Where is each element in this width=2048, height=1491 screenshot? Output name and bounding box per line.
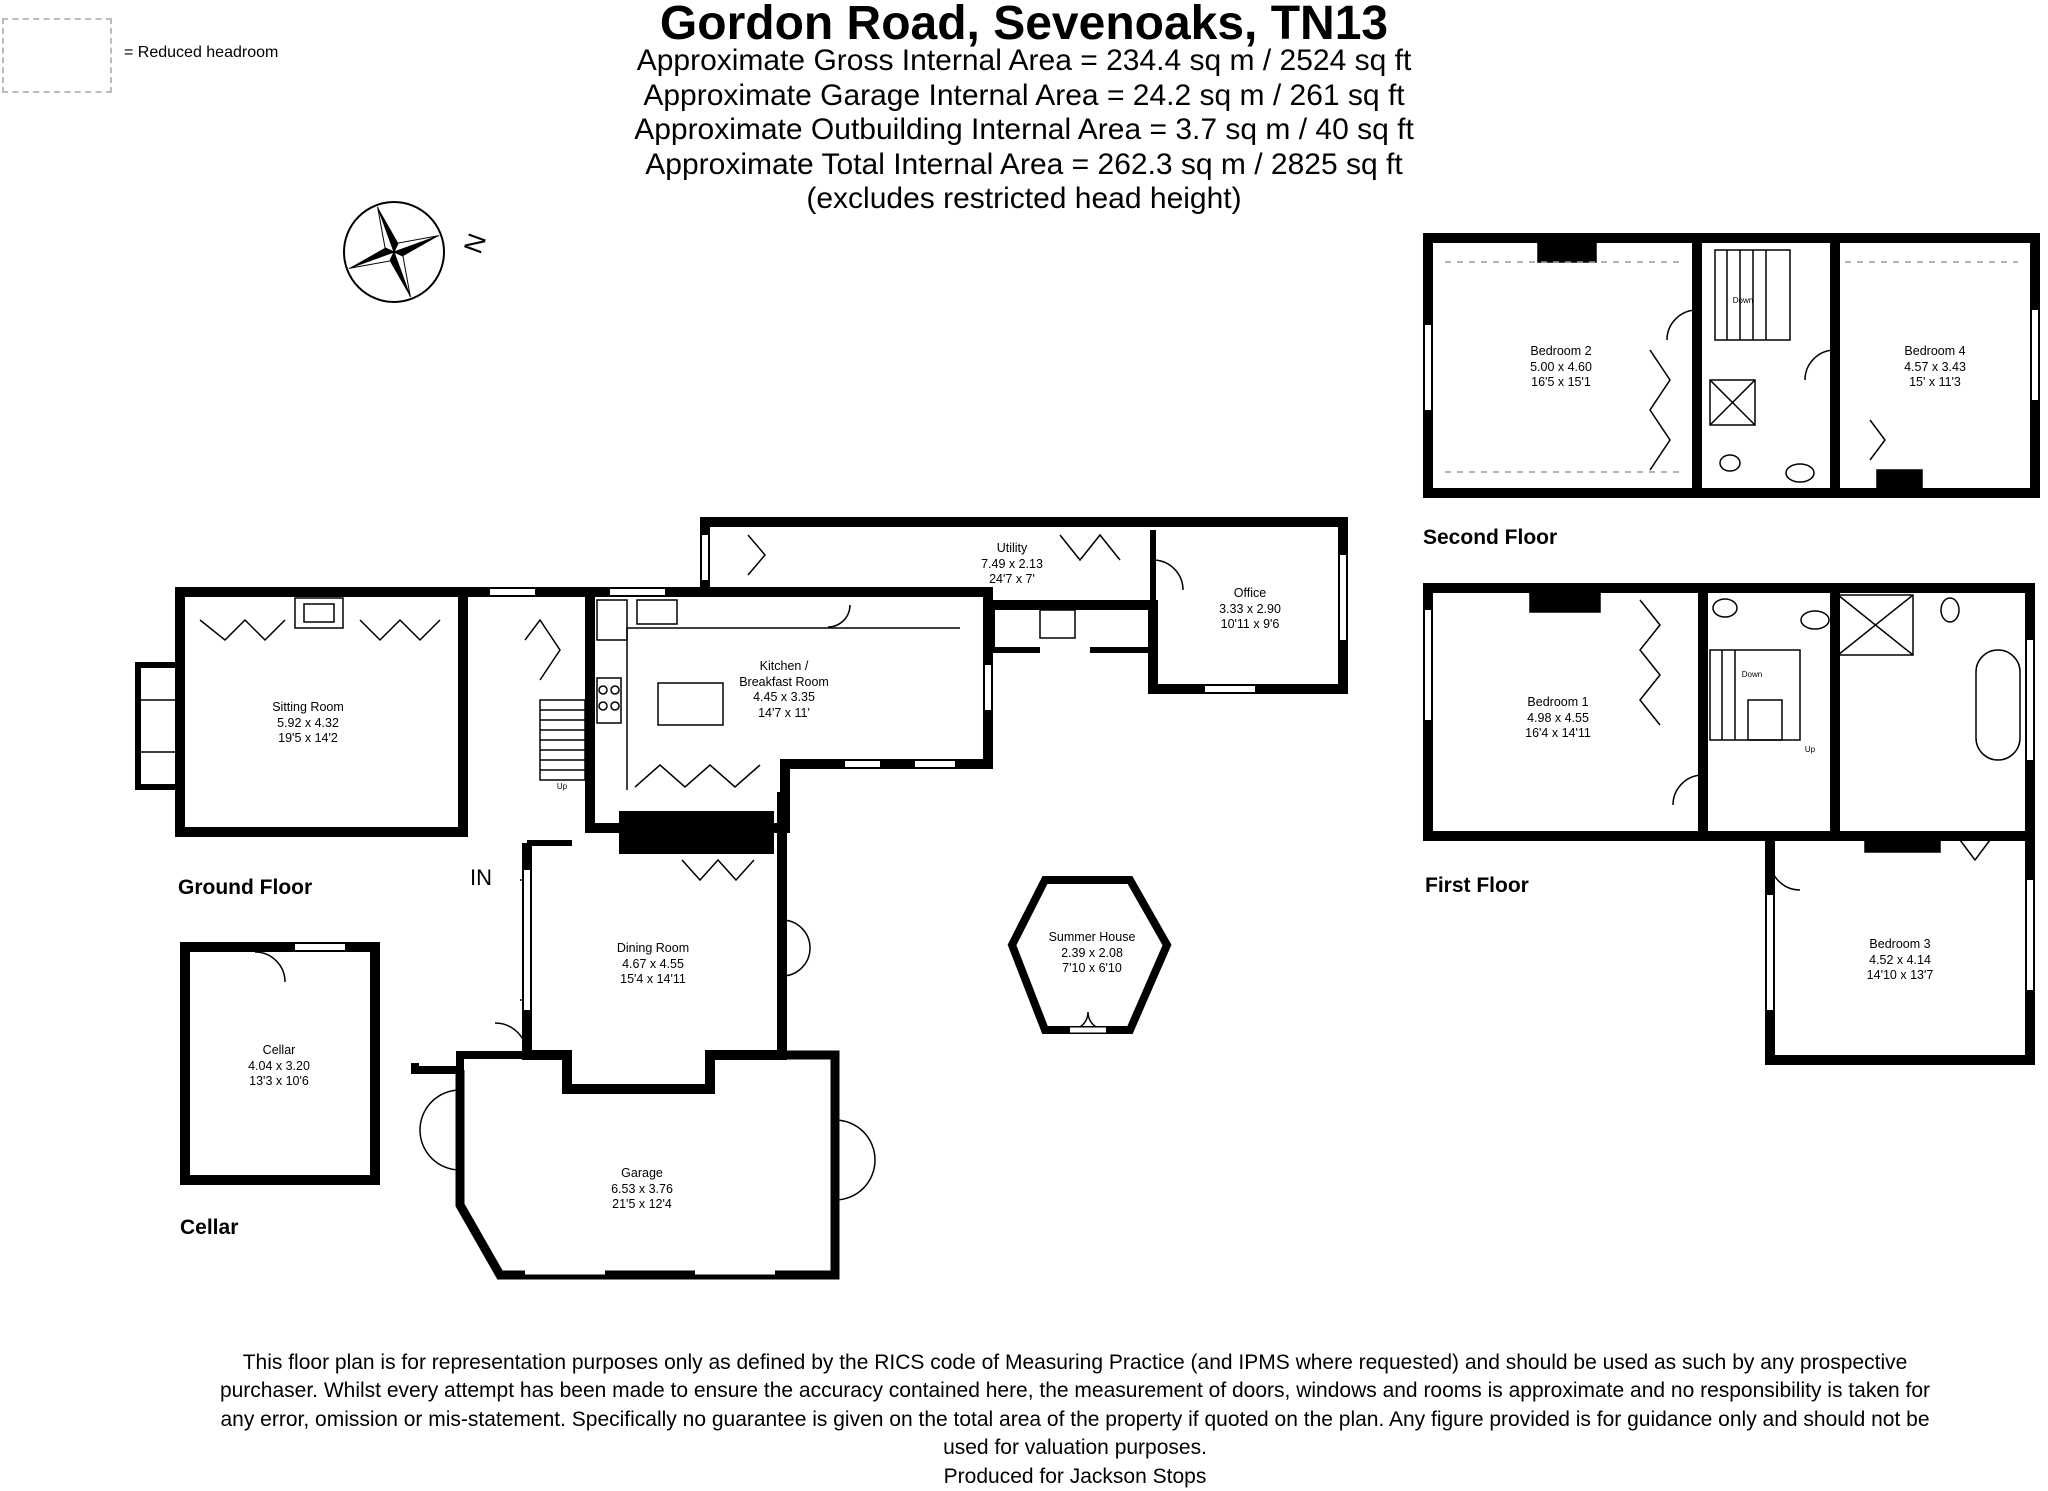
room-bedroom-3: Bedroom 3 4.52 x 4.14 14'10 x 13'7 xyxy=(1867,937,1934,984)
first-floor-label: First Floor xyxy=(1425,874,1529,897)
room-metric: 4.04 x 3.20 xyxy=(248,1058,310,1073)
room-garage: Garage 6.53 x 3.76 21'5 x 12'4 xyxy=(611,1166,673,1213)
room-metric: 4.52 x 4.14 xyxy=(1869,952,1931,967)
room-imperial: 16'5 x 15'1 xyxy=(1531,375,1591,389)
cellar-walls xyxy=(180,942,380,1185)
room-name: Cellar xyxy=(262,1043,296,1057)
room-name: Bedroom 1 xyxy=(1527,695,1589,709)
kitchen-fixtures xyxy=(596,599,960,790)
second-stair-down-label: Down xyxy=(1732,296,1754,305)
room-metric: 4.98 x 4.55 xyxy=(1527,710,1589,725)
disclaimer-line: This floor plan is for representation pu… xyxy=(242,1351,1908,1374)
room-bedroom-2: Bedroom 2 5.00 x 4.60 16'5 x 15'1 xyxy=(1530,344,1592,391)
disclaimer-line: purchaser. Whilst every attempt has been… xyxy=(219,1379,1931,1403)
room-name: Office xyxy=(1233,586,1267,600)
room-metric: 5.00 x 4.60 xyxy=(1530,359,1592,374)
room-imperial: 15'4 x 14'11 xyxy=(620,972,686,986)
room-office: Office 3.33 x 2.90 10'11 x 9'6 xyxy=(1219,586,1281,633)
ground-stair-up-label: Up xyxy=(556,782,568,791)
ground-floor-windows xyxy=(490,535,1346,1010)
garage-area-line: Approximate Garage Internal Area = 24.2 … xyxy=(643,78,1405,112)
total-area-line: Approximate Total Internal Area = 262.3 … xyxy=(645,147,1403,181)
first-stair-down-label: Down xyxy=(1741,670,1763,679)
ground-floor-label: Ground Floor xyxy=(178,876,313,899)
room-utility: Utility 7.49 x 2.13 24'7 x 7' xyxy=(981,541,1043,588)
room-name: Kitchen / xyxy=(759,659,809,673)
room-imperial: 13'3 x 10'6 xyxy=(249,1074,309,1088)
dining-fixtures xyxy=(520,858,811,1001)
room-metric: 2.39 x 2.08 xyxy=(1061,945,1123,960)
disclaimer-line: used for valuation purposes. xyxy=(943,1436,1207,1460)
room-imperial: 15' x 11'3 xyxy=(1909,375,1961,389)
room-metric: 4.45 x 3.35 xyxy=(753,690,815,704)
room-imperial: 21'5 x 12'4 xyxy=(612,1197,672,1211)
garage-fixtures xyxy=(419,1022,876,1275)
produced-for: Produced for Jackson Stops xyxy=(943,1464,1207,1488)
room-name: Bedroom 2 xyxy=(1530,344,1592,358)
room-name: Utility xyxy=(996,541,1028,555)
sitting-room-fixtures xyxy=(138,597,441,753)
room-imperial: 7'10 x 6'10 xyxy=(1062,961,1122,975)
room-name: Summer House xyxy=(1048,930,1136,944)
first-stair-up-label: Up xyxy=(1804,745,1816,754)
compass-icon xyxy=(343,201,445,303)
room-cellar: Cellar 4.04 x 3.20 13'3 x 10'6 xyxy=(248,1043,310,1090)
room-sitting-room: Sitting Room 5.92 x 4.32 19'5 x 14'2 xyxy=(272,700,344,747)
area-summary: Approximate Gross Internal Area = 234.4 … xyxy=(0,44,2048,217)
page-title: Gordon Road, Sevenoaks, TN13 xyxy=(659,0,1389,50)
reduced-headroom-legend-swatch xyxy=(2,18,112,93)
ground-floor-walls xyxy=(135,517,1348,1280)
gross-area-line: Approximate Gross Internal Area = 234.4 … xyxy=(636,44,1412,77)
room-dining-room: Dining Room 4.67 x 4.55 15'4 x 14'11 xyxy=(617,941,689,988)
cellar-fixtures xyxy=(254,944,345,983)
room-metric: 6.53 x 3.76 xyxy=(611,1181,673,1196)
room-imperial: 24'7 x 7' xyxy=(989,572,1035,586)
room-metric: 4.67 x 4.55 xyxy=(622,956,684,971)
ground-staircase xyxy=(524,618,586,781)
room-name: Bedroom 4 xyxy=(1904,344,1966,358)
room-bedroom-1: Bedroom 1 4.98 x 4.55 16'4 x 14'11 xyxy=(1525,695,1591,742)
disclaimer-line: any error, omission or mis-statement. Sp… xyxy=(220,1407,1930,1431)
summer-house-walls xyxy=(1007,876,1172,1034)
reduced-headroom-legend-label: = Reduced headroom xyxy=(124,44,279,61)
cellar-floor-label: Cellar xyxy=(180,1216,239,1239)
first-floor-fixtures xyxy=(1425,591,2033,1010)
room-name: Dining Room xyxy=(616,941,690,955)
room-imperial: 16'4 x 14'11 xyxy=(1525,726,1591,740)
room-name-2: Breakfast Room xyxy=(739,674,829,689)
room-imperial: 14'10 x 13'7 xyxy=(1866,968,1934,982)
room-bedroom-4: Bedroom 4 4.57 x 3.43 15' x 11'3 xyxy=(1904,344,1966,391)
utility-fixtures xyxy=(747,533,1184,639)
room-metric: 3.33 x 2.90 xyxy=(1219,601,1281,616)
second-floor-label: Second Floor xyxy=(1423,526,1558,549)
room-metric: 5.92 x 4.32 xyxy=(277,715,339,730)
second-floor-fixtures xyxy=(1425,241,2038,491)
room-imperial: 10'11 x 9'6 xyxy=(1220,617,1280,631)
first-floor-walls xyxy=(1423,583,2035,1065)
room-metric: 4.57 x 3.43 xyxy=(1904,359,1966,374)
room-summer-house: Summer House 2.39 x 2.08 7'10 x 6'10 xyxy=(1049,930,1136,977)
area-note-line: (excludes restricted head height) xyxy=(806,182,1242,215)
room-kitchen: Kitchen / Breakfast Room 4.45 x 3.35 14'… xyxy=(739,659,829,721)
entrance-label: IN xyxy=(470,865,492,890)
room-imperial: 19'5 x 14'2 xyxy=(278,731,338,745)
room-metric: 7.49 x 2.13 xyxy=(981,556,1043,571)
room-name: Bedroom 3 xyxy=(1869,937,1931,951)
disclaimer: This floor plan is for representation pu… xyxy=(100,1349,2048,1491)
room-imperial: 14'7 x 11' xyxy=(758,705,810,720)
outbuilding-area-line: Approximate Outbuilding Internal Area = … xyxy=(634,113,1414,146)
room-name: Sitting Room xyxy=(272,700,344,714)
room-name: Garage xyxy=(621,1166,663,1180)
summer-house-fixtures xyxy=(1069,1011,1107,1033)
